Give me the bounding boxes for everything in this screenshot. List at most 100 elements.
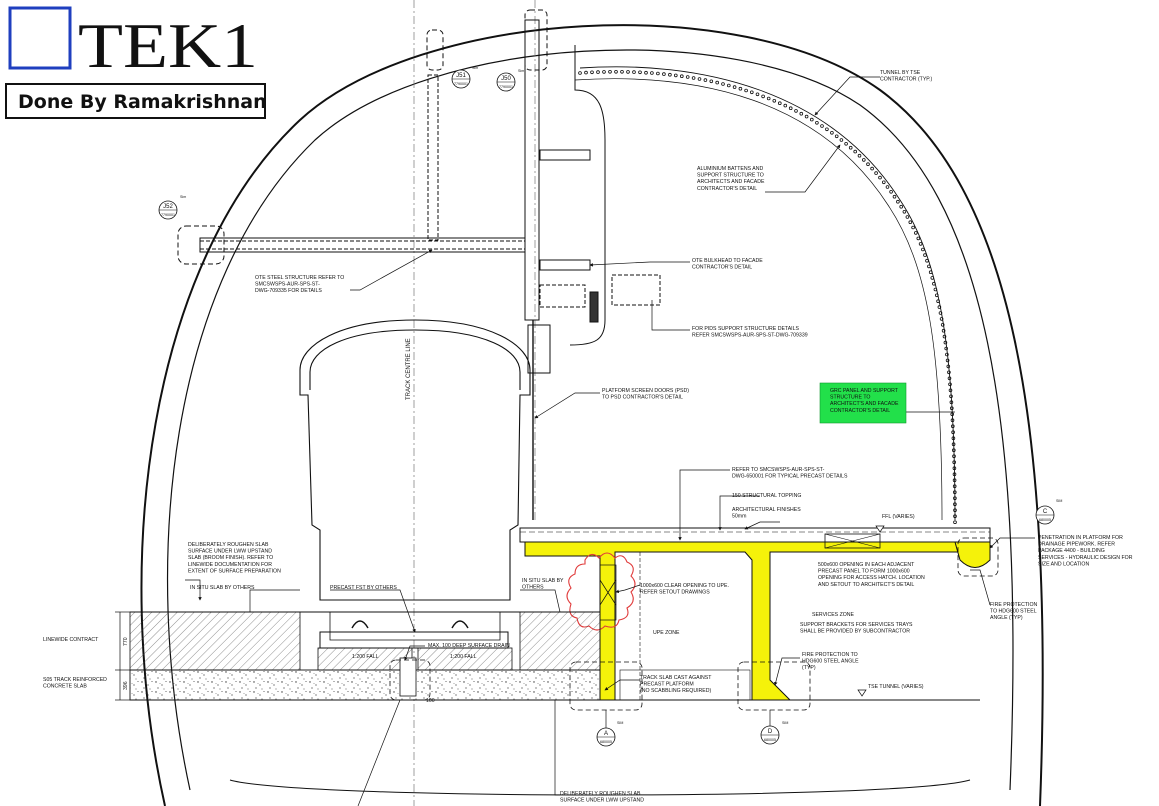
annotation-line: (NO SCABBLING REQUIRED)	[640, 688, 711, 694]
batten-mark	[777, 101, 782, 105]
dim-770: 770	[123, 637, 129, 646]
batten-mark	[662, 72, 666, 76]
annotation-line: 1000x600 CLEAR OPENING TO UPE.	[640, 583, 729, 589]
section-tag-j50[interactable]: J50 7790001 Sim	[496, 69, 524, 92]
batten-mark	[596, 70, 600, 74]
annotation-line: TO PSD CONTRACTOR'S DETAIL	[602, 395, 683, 401]
batten-mark	[878, 175, 882, 180]
tag-a-id: A	[604, 731, 608, 737]
batten-mark	[638, 70, 642, 75]
annotation-line: SHALL BE PROVIDED BY SUBCONTRACTOR	[800, 629, 910, 635]
note-ffl: FFL (VARIES)	[882, 514, 915, 520]
batten-mark	[673, 73, 678, 78]
annotation-line: SUPPORT BRACKETS FOR SERVICES TRAYS	[800, 622, 913, 628]
annotation-line: S05 TRACK REINFORCED	[43, 677, 107, 683]
batten-mark	[709, 79, 714, 84]
tag-a-sim: SIM	[617, 721, 623, 725]
batten-mark	[911, 225, 915, 230]
batten-mark	[943, 340, 948, 345]
batten-mark	[941, 328, 946, 333]
batten-mark	[908, 220, 913, 225]
annotation-line: STRUCTURE TO	[830, 395, 870, 401]
batten-mark	[626, 70, 630, 74]
annotation-line: SERVICES - HYDRAULIC DESIGN FOR	[1038, 555, 1133, 561]
centre-lines	[413, 0, 536, 806]
batten-mark	[834, 134, 839, 139]
annotation-line: SMCSWSPS-AUR-SPS-ST-	[255, 282, 320, 288]
credit-box	[5, 83, 266, 119]
tag-j52-sim: Sim	[180, 195, 186, 199]
batten-mark	[861, 158, 866, 162]
batten-mark	[738, 86, 743, 91]
section-tag-d[interactable]: D 680005 SIM	[760, 710, 788, 745]
tag-j52-ref: 7790001	[161, 213, 175, 217]
annotation-line: DRAINAGE PIPEWORK. REFER	[1038, 542, 1115, 548]
batten-mark	[892, 194, 897, 199]
revision-cloud	[566, 552, 636, 631]
batten-mark	[902, 210, 907, 214]
annotation-line: PRECAST PLATFORM	[640, 682, 694, 688]
annotation-line: IN SITU SLAB BY	[522, 578, 564, 584]
batten-mark	[874, 171, 878, 175]
annotation-line: TUNNEL BY TSE	[880, 70, 921, 76]
batten-mark	[703, 78, 708, 82]
batten-mark	[799, 111, 804, 116]
tag-a-ref: 680005	[600, 740, 612, 744]
batten-mark	[815, 121, 819, 125]
section-tag-c[interactable]: C 680005 SIM	[1035, 499, 1062, 525]
note-fall-left: 1:200 FALL	[352, 654, 379, 660]
grc-note-box	[819, 382, 907, 424]
section-tag-a[interactable]: A 680005 SIM	[596, 710, 623, 747]
batten-mark	[697, 77, 702, 81]
annotation-line: EXTENT OF SURFACE PREPARATION	[188, 568, 281, 574]
section-tag-j51[interactable]: J51 7790001 Sim	[451, 66, 478, 89]
annotation-line: OPENING FOR ACCESS HATCH. LOCATION	[818, 575, 925, 581]
annotation-line: PACKAGE 4400 - BUILDING	[1038, 548, 1105, 554]
annotation-line: CONTRACTOR'S DETAIL	[697, 186, 757, 192]
batten-mark	[916, 236, 921, 241]
batten-mark	[942, 334, 947, 339]
tag-c-ref: 680005	[1039, 518, 1051, 522]
logo-square	[8, 6, 72, 70]
ote-steel-structure	[177, 9, 661, 520]
batten-mark	[940, 322, 945, 327]
batten-mark	[885, 185, 890, 189]
annotation-line: LINEWIDE DOCUMENTATION FOR	[188, 562, 272, 568]
annotation-line: TO HDG600 STEEL	[990, 609, 1037, 615]
platform-structure	[519, 527, 991, 701]
tag-c-id: C	[1043, 509, 1048, 515]
annotation-line: FIRE PROTECTION TO	[802, 652, 858, 658]
batten-mark	[715, 80, 719, 85]
annotation-line: DELIBERATELY ROUGHEN SLAB	[560, 791, 641, 797]
batten-mark	[905, 215, 910, 219]
annotation-line: TRACK SLAB CAST AGAINST	[640, 675, 712, 681]
batten-mark	[881, 180, 886, 185]
annotation-line: GRC PANEL AND SUPPORT	[830, 388, 899, 394]
annotation-line: ARCHITECT'S AND FACADE	[830, 401, 899, 407]
annotation-line: SURFACE UNDER LWW UPSTAND	[188, 549, 272, 555]
batten-mark	[844, 142, 848, 146]
section-tag-j52[interactable]: J52 7790001 Sim	[158, 195, 186, 220]
annotation-line: (TYP)	[802, 665, 816, 671]
batten-mark	[584, 70, 588, 75]
annotation-line: OTHERS	[522, 585, 544, 591]
batten-mark	[620, 70, 624, 74]
tag-c-sim: SIM	[1056, 499, 1062, 503]
batten-mark	[614, 70, 618, 74]
annotation-line: CONCRETE SLAB	[43, 684, 87, 690]
annotation-line: OTE STEEL STRUCTURE REFER TO	[255, 275, 344, 281]
batten-mark	[755, 92, 760, 97]
tag-j50-sim: Sim	[518, 69, 524, 73]
